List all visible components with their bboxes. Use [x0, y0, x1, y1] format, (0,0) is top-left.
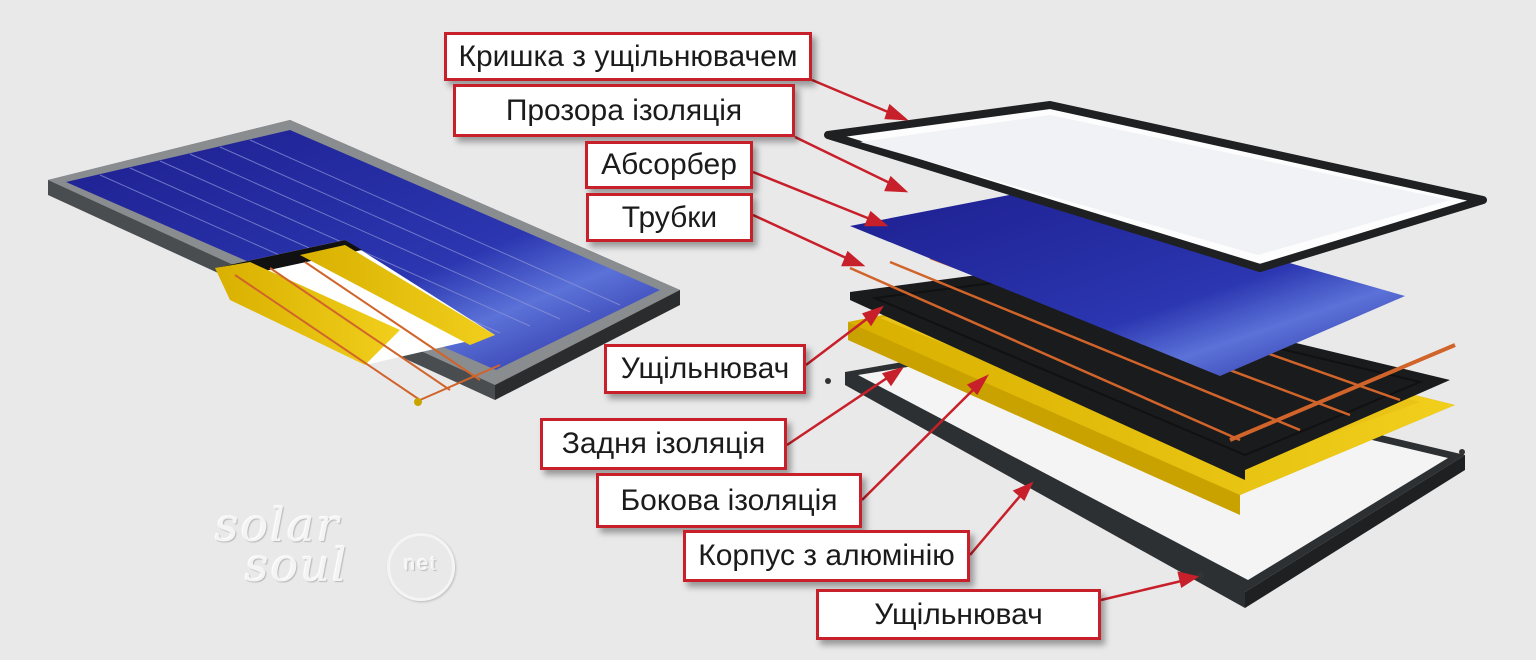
absorber-layer [850, 190, 1405, 376]
cover-layer [824, 101, 1487, 272]
label-seal-upper: Ущільнювач [604, 344, 806, 394]
label-seal-lower: Ущільнювач [816, 589, 1101, 640]
solarsoul-logo: solar soul net [215, 498, 455, 601]
logo-badge: net [387, 533, 455, 601]
label-cover: Кришка з ущільнювачем [444, 32, 812, 81]
label-tubes: Трубки [586, 193, 753, 242]
logo-line2: soul [245, 538, 349, 592]
leader-lines [752, 78, 1200, 602]
label-back-insulation: Задня ізоляція [540, 418, 787, 470]
label-transparent-insulation: Прозора ізоляція [453, 84, 795, 137]
label-side-insulation: Бокова ізоляція [596, 473, 862, 528]
assembled-collector [48, 120, 680, 406]
label-absorber: Абсорбер [585, 141, 753, 189]
seal-frame-layer [850, 272, 1450, 480]
logo-line1: solar [215, 498, 341, 552]
label-aluminium-case: Корпус з алюмінію [683, 530, 970, 582]
